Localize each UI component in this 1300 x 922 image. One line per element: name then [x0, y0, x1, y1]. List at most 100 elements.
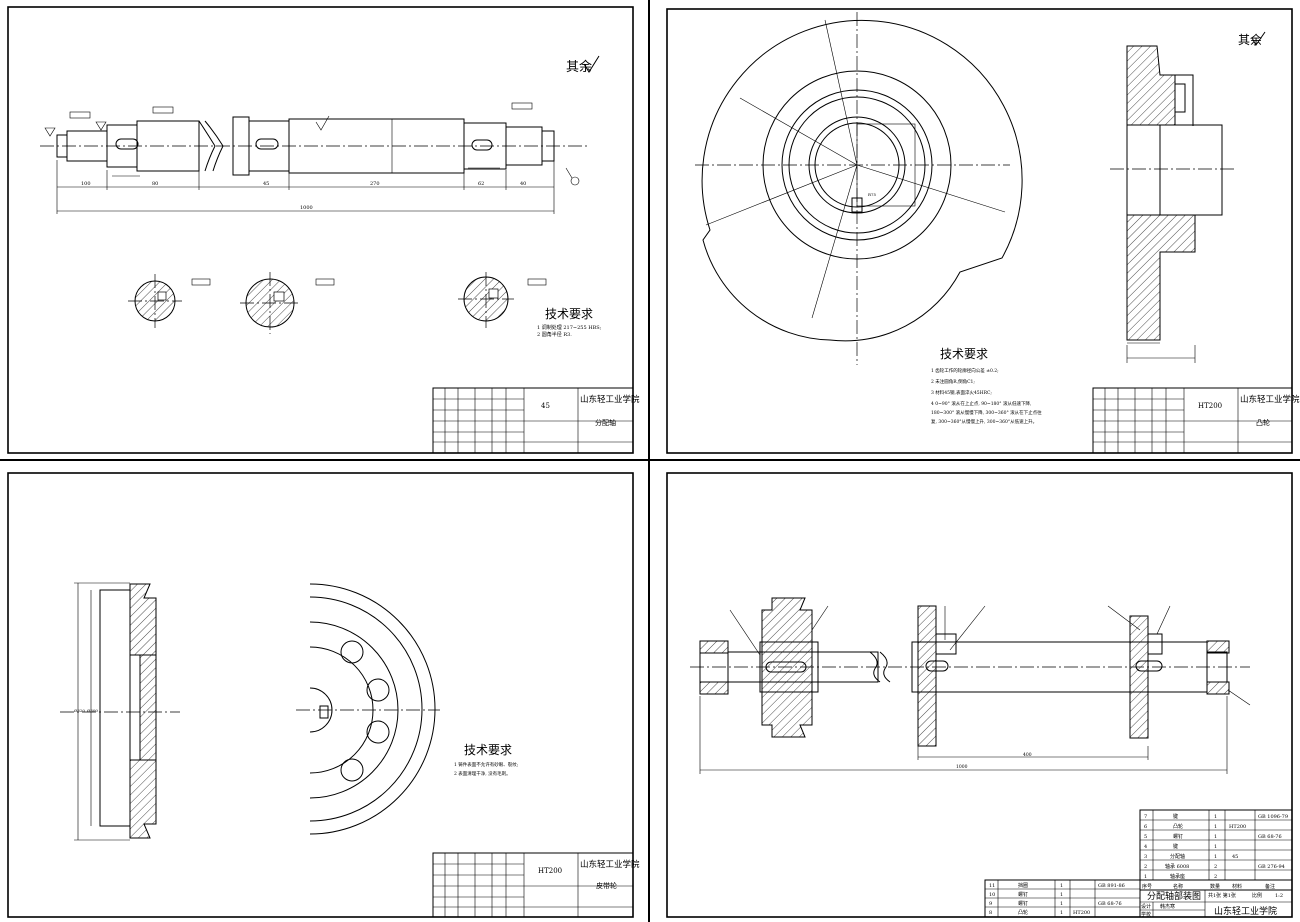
pulley-frame — [7, 472, 634, 918]
svg-text:R75: R75 — [868, 192, 877, 197]
bom-lower-note-11: GB 891-86 — [1098, 883, 1125, 889]
pulley-part-name: 皮带轮 — [596, 881, 617, 890]
pulley-title-block: HT200 山东轻工业学院 皮带轮 — [432, 852, 640, 918]
assembly-view: 1000 400 — [690, 597, 1251, 774]
bom-header-mat: 材料 — [1232, 883, 1242, 890]
shaft-school: 山东轻工业学院 — [580, 394, 640, 405]
bom-note-7: GB 1096-79 — [1258, 814, 1288, 820]
assembly-school: 山东轻工业学院 — [1214, 905, 1277, 917]
bom-lower-no-8: 8 — [989, 910, 992, 916]
divider-horizontal — [0, 459, 1300, 461]
cam-tech-note-1: 1 齿轮工作的轮廓径向公差 ±0.2; — [931, 367, 999, 374]
shaft-sheet: 其余 — [7, 6, 640, 454]
assembly-school-label: 学校 — [1141, 911, 1151, 918]
bom-note-2: GB 276-94 — [1258, 864, 1285, 870]
dim-62: 62 — [478, 181, 484, 187]
pulley-sheet: Ø320 Ø300 技术要求 1 铸件表面不允许有砂眼、裂纹; 2 表面清理干净… — [7, 472, 640, 918]
bom-no-1: 1 — [1144, 874, 1147, 880]
bom-no-4: 4 — [1144, 844, 1147, 850]
assembly-total-dim: 1000 — [956, 764, 968, 770]
dim-80: 80 — [152, 181, 158, 187]
pulley-tech-note-1: 1 铸件表面不允许有砂眼、裂纹; — [454, 761, 519, 768]
shaft-tech-note-2: 2 圆角半径 R3. — [537, 331, 572, 338]
dim-45: 45 — [263, 181, 269, 187]
svg-text:Ø320: Ø320 — [74, 708, 85, 713]
bom-note-5: GB 68-76 — [1258, 834, 1282, 840]
svg-text:Ø300: Ø300 — [87, 708, 98, 713]
bom-name-7: 键 — [1173, 813, 1178, 820]
dim-40: 40 — [520, 181, 526, 187]
cam-tech-note-3: 3 材料45钢,表面淬火45HRC; — [931, 389, 992, 396]
bom-lower-name-10: 螺钉 — [1018, 891, 1028, 898]
bom-lower-qty-10: 1 — [1060, 892, 1063, 898]
bom-lower-note-9: GB 68-76 — [1098, 901, 1122, 907]
bom-mat-6: HT200 — [1229, 824, 1246, 830]
assembly-scale: 1:2 — [1275, 893, 1283, 899]
assembly-design-label: 设计 — [1141, 903, 1151, 910]
bom-mat-3: 45 — [1232, 854, 1238, 860]
pulley-tech-note-2: 2 表面清理干净, 没有毛刺。 — [454, 770, 511, 777]
pulley-tech-title: 技术要求 — [464, 743, 512, 757]
assembly-bom: 7 键 1 GB 1096-79 6 凸轮 1 HT200 5 螺钉 1 GB … — [1139, 809, 1293, 881]
bom-no-5: 5 — [1144, 834, 1147, 840]
bom-qty-2: 2 — [1214, 864, 1217, 870]
dim-270: 270 — [370, 181, 380, 187]
bom-qty-5: 1 — [1214, 834, 1217, 840]
bom-name-5: 螺钉 — [1173, 833, 1183, 840]
bom-lower-qty-9: 1 — [1060, 901, 1063, 907]
bom-qty-7: 1 — [1214, 814, 1217, 820]
bom-header-no: 序号 — [1142, 883, 1152, 890]
assembly-title: 分配轴部装图 — [1147, 890, 1201, 902]
dim-100: 100 — [81, 181, 91, 187]
bom-lower-note-8: HT200 — [1073, 910, 1090, 916]
pulley-front-view — [296, 583, 440, 835]
bom-header-qty: 数量 — [1210, 883, 1220, 890]
bom-no-2: 2 — [1144, 864, 1147, 870]
cam-side-section — [1110, 45, 1235, 363]
bom-lower-qty-11: 1 — [1060, 883, 1063, 889]
pulley-material: HT200 — [538, 867, 562, 875]
shaft-material: 45 — [541, 402, 550, 410]
assembly-sheet-count: 共1张 第1张 — [1208, 892, 1236, 899]
bom-lower-no-10: 10 — [989, 892, 995, 898]
bom-name-6: 凸轮 — [1173, 823, 1183, 830]
pulley-side-view: Ø320 Ø300 — [60, 582, 180, 841]
shaft-dimensions: 100 80 45 270 62 40 1000 — [56, 160, 555, 214]
bom-name-4: 键 — [1173, 843, 1178, 850]
assembly-frame — [666, 472, 1293, 918]
shaft-surface-note: 其余 — [566, 59, 592, 75]
bom-name-2: 轴承 6008 — [1165, 863, 1189, 870]
bom-qty-6: 1 — [1214, 824, 1217, 830]
shaft-tech-note-1: 1 调制处理 217~255 HBS; — [537, 324, 602, 331]
bom-qty-4: 1 — [1214, 844, 1217, 850]
cam-roughness-symbol-icon — [1251, 31, 1266, 46]
cam-sheet: 其余 R75 — [666, 8, 1300, 454]
cam-tech-note-5: 180~300° 滚从慢慢下降, 300~360° 滚从在下止点往 — [931, 409, 1042, 416]
cam-material: HT200 — [1198, 402, 1222, 410]
bom-header-note: 备注 — [1265, 883, 1275, 890]
cam-part-name: 凸轮 — [1256, 418, 1270, 427]
shaft-title-block: 45 山东轻工业学院 分配轴 — [432, 387, 640, 454]
bom-no-6: 6 — [1144, 824, 1147, 830]
bom-lower-name-11: 挡圈 — [1018, 882, 1028, 889]
divider-vertical — [648, 0, 650, 922]
shaft-body — [40, 102, 590, 186]
bom-name-3: 分配轴 — [1170, 853, 1185, 860]
bom-lower-qty-8: 1 — [1060, 910, 1063, 916]
cam-school: 山东轻工业学院 — [1240, 394, 1300, 405]
shaft-tech-title: 技术要求 — [545, 307, 593, 321]
assembly-title-block: 序号 名称 数量 材料 备注 11 挡圈 1 GB 891-86 10 螺钉 1… — [984, 879, 1293, 918]
assembly-inner-dim: 400 — [1023, 752, 1032, 758]
bom-no-7: 7 — [1144, 814, 1147, 820]
bom-header-name: 名称 — [1173, 883, 1183, 890]
shaft-sections — [128, 272, 547, 334]
dim-total-1000: 1000 — [300, 205, 313, 211]
bom-lower-no-9: 9 — [989, 901, 992, 907]
cam-frame — [666, 8, 1293, 454]
bom-lower-no-11: 11 — [989, 883, 995, 889]
bom-name-1: 轴承座 — [1170, 873, 1185, 880]
shaft-part-name: 分配轴 — [595, 418, 616, 427]
assembly-designer: 韩杰寒 — [1160, 903, 1175, 910]
assembly-sheet: 1000 400 7 键 1 GB 1096-79 6 凸轮 1 HT200 5 — [666, 472, 1293, 918]
